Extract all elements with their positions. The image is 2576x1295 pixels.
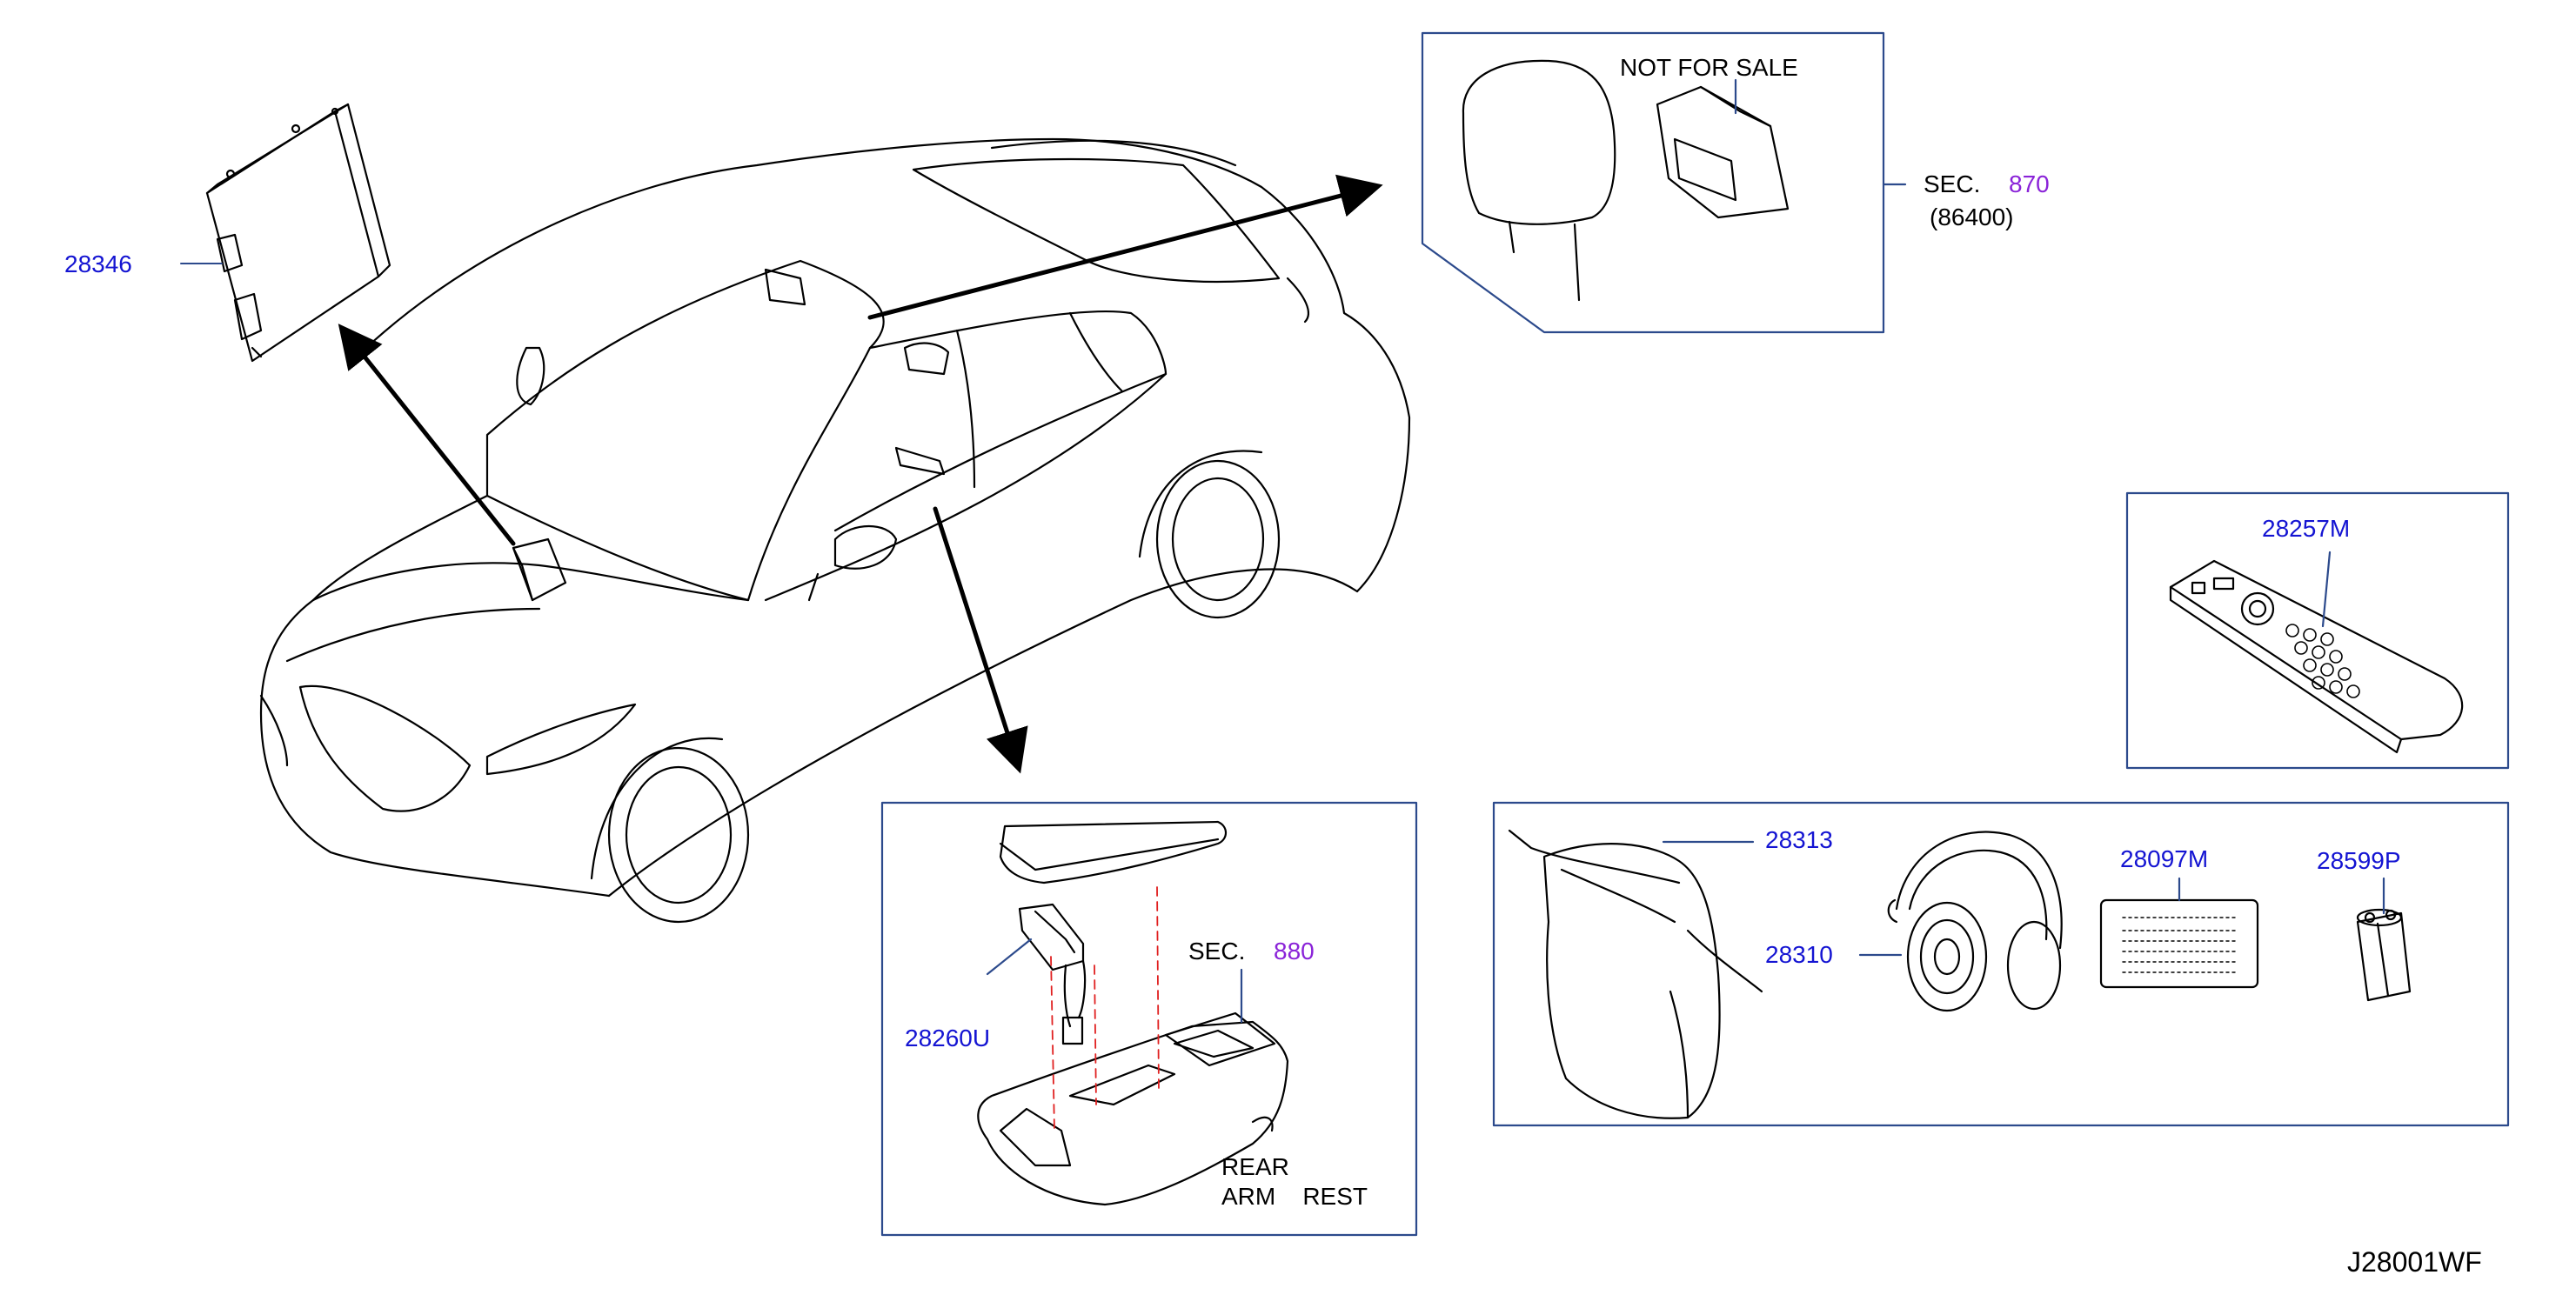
battery-icon[interactable] <box>2356 908 2412 1002</box>
headrest-panel <box>1421 31 1907 334</box>
diagram-code: J28001WF <box>2347 1246 2482 1278</box>
remote-control-icon[interactable] <box>2169 559 2464 741</box>
part-number-28260U[interactable]: 28260U <box>905 1025 991 1051</box>
armrest-lid-icon[interactable] <box>999 820 1228 884</box>
instruction-card-icon[interactable] <box>2099 898 2259 989</box>
armrest-box-icon[interactable] <box>977 1020 1289 1206</box>
part-number-28097M[interactable]: 28097M <box>2120 845 2209 872</box>
part-number-28313[interactable]: 28313 <box>1765 826 1833 853</box>
rear-armrest-caption-line1: REAR <box>1221 1153 1289 1180</box>
not-for-sale-note: NOT FOR SALE <box>1620 54 1798 81</box>
headrest-sec-number-link[interactable]: 870 <box>2009 170 2050 197</box>
armrest-sec-prefix: SEC. <box>1188 938 1246 965</box>
part-number-28346[interactable]: 28346 <box>64 250 132 277</box>
storage-bag-icon[interactable] <box>1542 843 1721 1119</box>
headrest-sec-prefix: SEC. <box>1924 170 1981 197</box>
navigation-unit-28346[interactable] <box>205 103 391 363</box>
armrest-sec-number-link[interactable]: 880 <box>1274 938 1315 965</box>
headrest-sec-subref: (86400) <box>1930 204 2014 230</box>
callout-arrows <box>338 174 1383 774</box>
wireless-headphones-icon[interactable] <box>1887 831 2063 1012</box>
armrest-switch-28260U[interactable] <box>1018 903 1087 1045</box>
vehicle-illustration <box>259 137 1411 924</box>
part-number-28257M[interactable]: 28257M <box>2262 515 2351 542</box>
armrest-panel <box>880 801 1418 1237</box>
accessories-panel <box>1492 801 2510 1127</box>
remote-panel <box>2125 491 2510 770</box>
part-number-28310[interactable]: 28310 <box>1765 941 1833 968</box>
headrest-icon <box>1462 59 1616 225</box>
part-number-28599P[interactable]: 28599P <box>2317 847 2401 874</box>
rear-armrest-caption-line2: ARM REST <box>1221 1183 1368 1210</box>
